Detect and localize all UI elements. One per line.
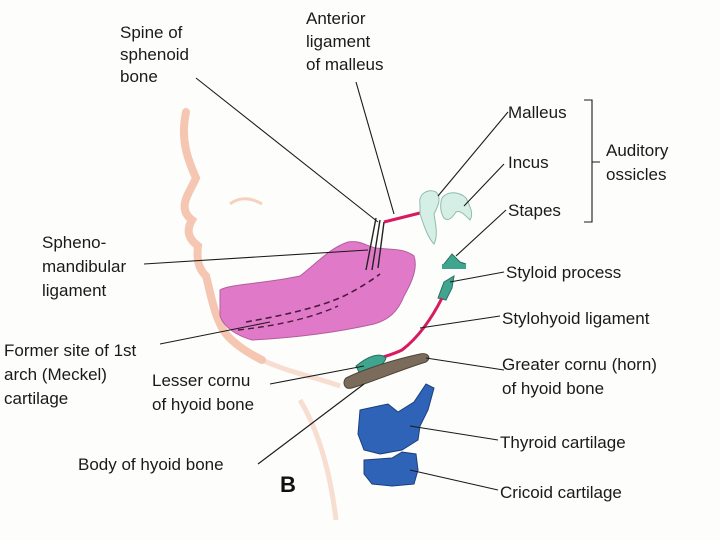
leader-greater-cornu [425, 357, 505, 371]
thyroid-cartilage-shape [357, 383, 435, 455]
panel-letter: B [280, 472, 296, 497]
leader-former-site [159, 321, 271, 345]
leader-anterior-ligament [355, 81, 395, 215]
label-greater-cornu: Greater cornu (horn) of hyoid bone [502, 355, 662, 398]
hyoid-body-shape [343, 353, 430, 389]
label-stapes: Stapes [508, 201, 561, 220]
label-auditory-ossicles: Auditory ossicles [606, 141, 673, 184]
styloid-process-shape [437, 275, 455, 301]
label-incus: Incus [508, 153, 549, 172]
anterior-ligament-shape [383, 210, 425, 224]
label-stylohyoid-ligament: Stylohyoid ligament [502, 309, 650, 328]
label-spheno-mandibular: Spheno- mandibular ligament [42, 233, 131, 300]
label-styloid-process: Styloid process [506, 263, 621, 282]
leader-malleus [437, 111, 509, 197]
leader-stapes [455, 209, 507, 257]
leader-incus [463, 163, 505, 207]
label-spine-of-sphenoid: Spine of sphenoid bone [120, 23, 194, 86]
stylohyoid-ligament-shape [379, 297, 444, 360]
label-malleus: Malleus [508, 103, 567, 122]
leader-body-of-hyoid [257, 383, 365, 465]
label-cricoid-cartilage: Cricoid cartilage [500, 483, 622, 502]
face-eye-outline [229, 197, 263, 206]
label-anterior-ligament: Anterior ligament of malleus [306, 9, 383, 74]
leader-styloid [449, 271, 505, 283]
leader-cricoid [409, 469, 499, 491]
cricoid-cartilage-shape [363, 451, 419, 487]
leader-spheno-mandibular [143, 249, 369, 265]
meckel-dashed-line-2 [237, 305, 339, 331]
face-profile-outline [179, 108, 266, 364]
label-lesser-cornu: Lesser cornu of hyoid bone [152, 371, 255, 414]
label-thyroid-cartilage: Thyroid cartilage [500, 433, 626, 452]
leader-spine-of-sphenoid [195, 77, 379, 223]
label-body-of-hyoid: Body of hyoid bone [78, 455, 224, 474]
label-former-site: Former site of 1st arch (Meckel) cartila… [4, 341, 141, 408]
ossicles-bracket [584, 99, 600, 223]
malleus-shape [419, 190, 440, 245]
meckel-cartilage-shape [219, 241, 416, 341]
meckel-dashed-line [245, 273, 381, 323]
sphenomandibular-ligament-shape [365, 217, 385, 271]
leader-thyroid [409, 425, 499, 441]
leader-stylohyoid [419, 315, 501, 329]
neck-outline [260, 357, 341, 521]
stapes-base [442, 264, 466, 269]
incus-shape [440, 192, 473, 221]
leader-lesser-cornu [269, 365, 365, 385]
